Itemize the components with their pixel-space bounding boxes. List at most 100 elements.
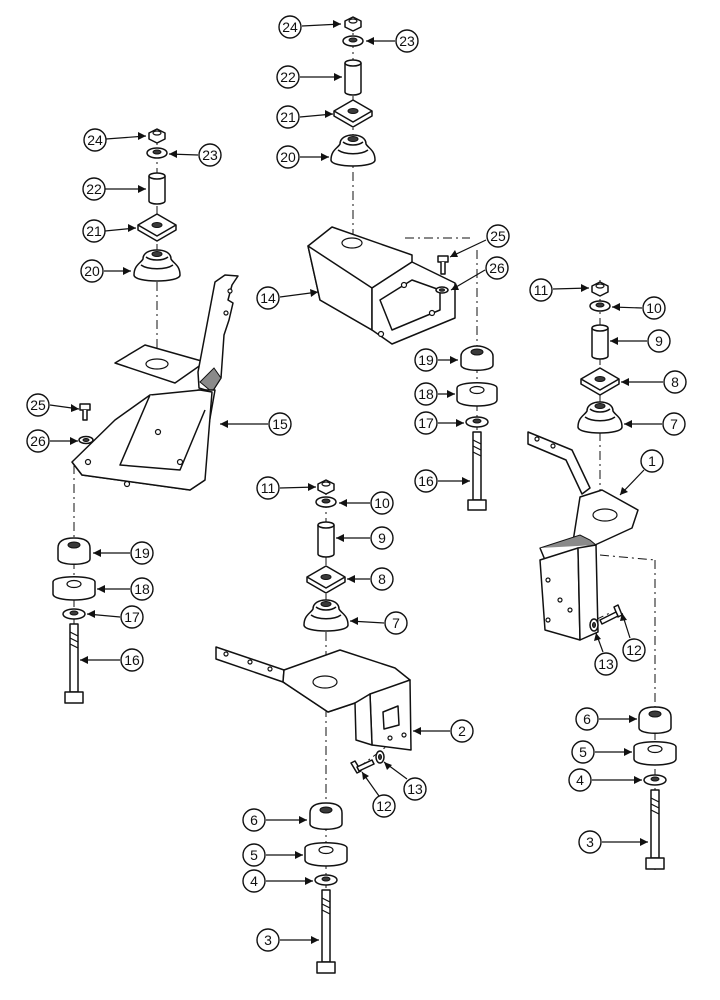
svg-text:10: 10 xyxy=(646,300,662,316)
svg-text:3: 3 xyxy=(586,834,594,850)
arrow-icon xyxy=(621,378,629,386)
arrow-icon xyxy=(624,420,632,428)
callout-top-26: 26 xyxy=(485,256,509,280)
svg-text:22: 22 xyxy=(280,69,296,85)
svg-text:8: 8 xyxy=(671,374,679,390)
callout-left-22: 22 xyxy=(82,177,106,201)
svg-text:17: 17 xyxy=(124,609,140,625)
svg-text:24: 24 xyxy=(87,132,103,148)
svg-text:3: 3 xyxy=(264,932,272,948)
arrow-icon xyxy=(610,337,618,345)
callout-center-10: 10 xyxy=(370,491,394,515)
arrow-icon xyxy=(220,420,228,428)
arrow-icon xyxy=(640,838,648,846)
arrow-icon xyxy=(350,617,358,625)
rubber-cushion-icon xyxy=(57,537,91,565)
svg-text:7: 7 xyxy=(670,416,678,432)
svg-text:21: 21 xyxy=(86,223,102,239)
left-stack xyxy=(52,128,239,704)
nut-icon xyxy=(317,479,335,495)
arrow-icon xyxy=(620,487,628,495)
svg-text:16: 16 xyxy=(418,473,434,489)
sleeve-icon xyxy=(317,521,335,558)
washer-icon xyxy=(314,874,338,886)
center-stack xyxy=(215,479,412,974)
callout-top-21: 21 xyxy=(276,105,300,129)
nut-icon xyxy=(344,16,362,32)
arrow-icon xyxy=(450,250,458,257)
square-plate-icon xyxy=(137,213,177,242)
callout-center-7: 7 xyxy=(384,611,408,635)
svg-text:23: 23 xyxy=(399,33,415,49)
svg-text:23: 23 xyxy=(202,147,218,163)
washer-icon xyxy=(78,435,94,445)
rubber-cushion-icon xyxy=(303,599,349,632)
callout-left-20: 20 xyxy=(80,259,104,283)
arrow-icon xyxy=(384,762,392,770)
arrow-icon xyxy=(347,575,355,583)
svg-text:2: 2 xyxy=(458,723,466,739)
arrow-icon xyxy=(325,110,333,118)
arrow-icon xyxy=(333,20,341,28)
arrow-icon xyxy=(169,150,177,158)
arrow-icon xyxy=(456,419,464,427)
top-stack xyxy=(307,16,498,511)
callout-right-8: 8 xyxy=(663,370,687,394)
svg-text:9: 9 xyxy=(378,530,386,546)
callout-top-19: 19 xyxy=(414,348,438,372)
arrow-icon xyxy=(305,877,313,885)
svg-text:18: 18 xyxy=(134,581,150,597)
arrow-icon xyxy=(93,549,101,557)
arrow-icon xyxy=(321,153,329,161)
arrow-icon xyxy=(334,73,342,81)
washer-icon xyxy=(342,35,364,47)
callout-top-17: 17 xyxy=(414,411,438,435)
arrow-icon xyxy=(339,499,347,507)
callout-right-5: 5 xyxy=(571,740,595,764)
svg-text:22: 22 xyxy=(86,181,102,197)
svg-text:11: 11 xyxy=(534,282,549,298)
rubber-cushion-icon xyxy=(577,401,623,434)
rubber-cushion-icon xyxy=(52,576,96,601)
svg-text:10: 10 xyxy=(374,495,390,511)
callout-right-7: 7 xyxy=(662,412,686,436)
arrow-icon xyxy=(362,772,369,780)
washer-icon xyxy=(643,774,667,786)
bolt-icon xyxy=(79,403,91,421)
arrow-icon xyxy=(80,656,88,664)
svg-text:1: 1 xyxy=(648,453,656,469)
svg-text:11: 11 xyxy=(261,480,276,496)
svg-text:12: 12 xyxy=(376,798,392,814)
callout-right-6: 6 xyxy=(575,707,599,731)
bolt-icon xyxy=(350,759,375,774)
washer-icon xyxy=(589,618,599,632)
svg-text:13: 13 xyxy=(598,656,614,672)
callout-top-14: 14 xyxy=(256,286,280,310)
svg-text:12: 12 xyxy=(626,642,642,658)
bolt-icon xyxy=(645,789,665,870)
arrow-icon xyxy=(413,727,421,735)
arrow-icon xyxy=(447,390,455,398)
callout-left-24: 24 xyxy=(83,128,107,152)
callout-top-22: 22 xyxy=(276,65,300,89)
rubber-cushion-icon xyxy=(460,345,494,371)
callout-center-11: 11 xyxy=(256,476,280,500)
rubber-cushion-icon xyxy=(133,249,181,282)
callout-left-15: 15 xyxy=(268,412,292,436)
callout-center-4: 4 xyxy=(242,869,266,893)
arrow-icon xyxy=(299,816,307,824)
arrowheads xyxy=(70,20,648,944)
washer-icon xyxy=(375,750,385,764)
callouts: 24 23 22 21 20 25 26 15 19 18 17 16 24 2… xyxy=(26,15,687,952)
bracket-1 xyxy=(527,431,639,641)
rubber-cushion-icon xyxy=(330,134,376,167)
callout-left-18: 18 xyxy=(130,577,154,601)
callout-center-9: 9 xyxy=(370,526,394,550)
svg-text:24: 24 xyxy=(282,19,298,35)
bolt-icon xyxy=(437,255,449,275)
square-plate-icon xyxy=(333,99,373,128)
svg-text:5: 5 xyxy=(250,847,258,863)
svg-text:19: 19 xyxy=(134,545,150,561)
rubber-cushion-icon xyxy=(456,382,498,407)
svg-text:17: 17 xyxy=(418,415,434,431)
